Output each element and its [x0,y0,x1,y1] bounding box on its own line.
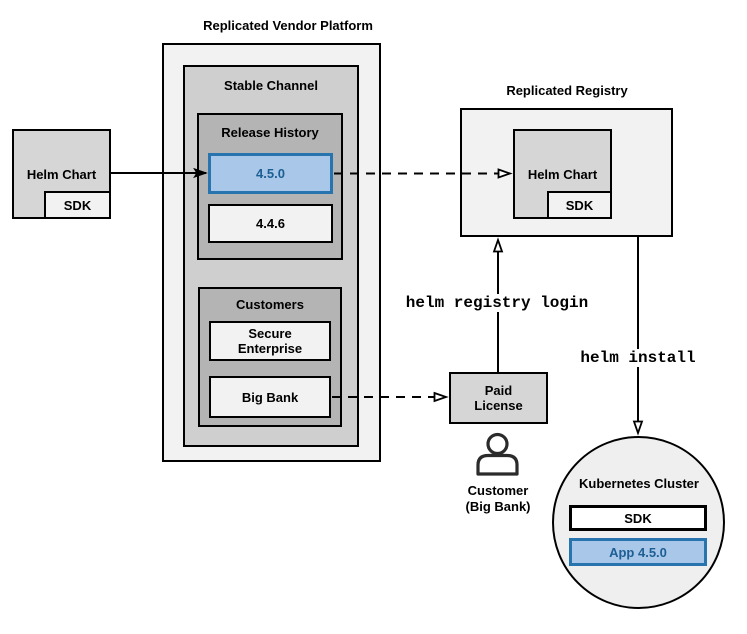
release-4-5-0-label: 4.5.0 [256,166,285,181]
registry-title: Replicated Registry [506,83,628,98]
source-helm-chart-label: Helm Chart [26,166,97,182]
source-sdk-label: SDK [63,197,92,213]
customer-caption: Customer (Big Bank) [466,483,531,515]
release-history-label: Release History [221,125,319,140]
registry-sdk-label: SDK [565,197,594,213]
customer-caption-line1: Customer [467,483,529,498]
release-4-5-0-box: 4.5.0 [208,153,333,194]
registry-helm-chart-label: Helm Chart [527,166,598,182]
paid-license-label: Paid License [474,383,523,413]
stable-channel-label: Stable Channel [224,78,318,93]
source-sdk-box: SDK [44,191,111,219]
registry-sdk-box: SDK [547,191,612,219]
install-command-label: helm install [575,349,701,367]
registry-login-command-label: helm registry login [400,294,594,312]
release-4-4-6-box: 4.4.6 [208,204,333,243]
person-icon [476,432,519,476]
cluster-app-box: App 4.5.0 [569,538,707,566]
platform-title: Replicated Vendor Platform [203,18,373,33]
customer-secure-enterprise-box: Secure Enterprise [209,321,331,361]
cluster-app-label: App 4.5.0 [609,544,667,560]
cluster-sdk-box: SDK [569,505,707,531]
customer-big-bank-label: Big Bank [241,389,299,405]
kubernetes-cluster-label: Kubernetes Cluster [579,476,699,491]
release-4-4-6-label: 4.4.6 [256,216,285,231]
customer-big-bank-box: Big Bank [209,376,331,418]
customer-secure-enterprise-label: Secure Enterprise [237,326,303,356]
cluster-sdk-label: SDK [624,510,652,526]
customers-label: Customers [236,297,304,312]
customer-caption-line2: (Big Bank) [465,499,531,514]
paid-license-box: Paid License [449,372,548,424]
